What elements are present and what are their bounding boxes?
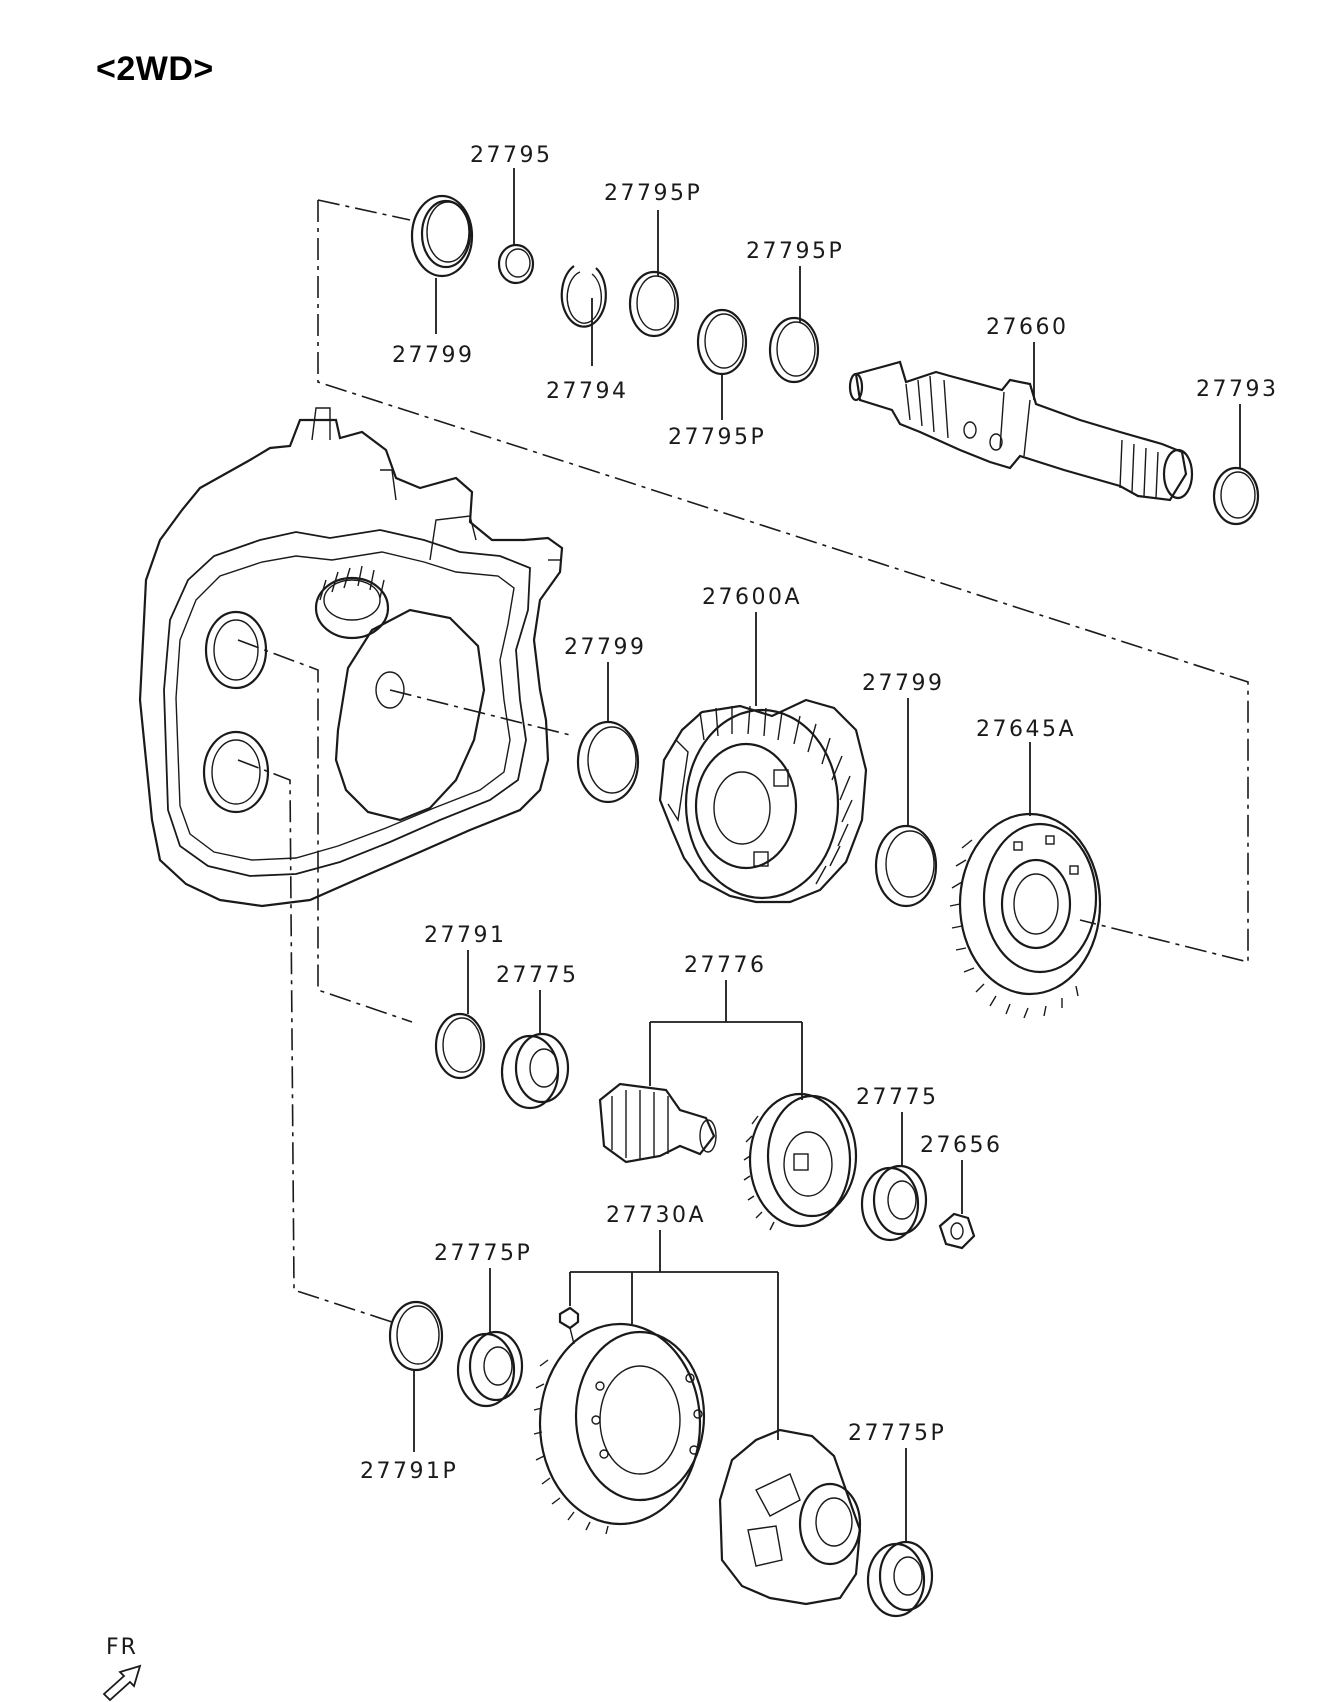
label-27793: 27793: [1196, 377, 1279, 402]
label-27791p: 27791P: [360, 1459, 458, 1484]
assembly-lines: [237, 199, 1249, 1323]
label-27799-right: 27799: [862, 671, 945, 696]
label-27794: 27794: [546, 379, 629, 404]
label-27775-b: 27775: [856, 1085, 939, 1110]
diagram-title: <2WD>: [96, 50, 214, 88]
middle-parts: [576, 698, 1102, 1019]
lower-parts: [388, 1012, 976, 1618]
label-27775-a: 27775: [496, 963, 579, 988]
label-27645a: 27645A: [976, 717, 1076, 742]
label-27799-mid: 27799: [564, 635, 647, 660]
leader-lines: [413, 168, 1241, 1542]
part-labels: 27795 27795P 27795P 27799 27794 27795P 2…: [360, 143, 1279, 1484]
label-27656: 27656: [920, 1133, 1003, 1158]
label-27660: 27660: [986, 315, 1069, 340]
label-27775p-a: 27775P: [434, 1241, 532, 1266]
label-27775p-b: 27775P: [848, 1421, 946, 1446]
label-27795p-c: 27795P: [668, 425, 766, 450]
label-27600a: 27600A: [702, 585, 802, 610]
front-label: FR: [106, 1635, 138, 1660]
label-27795p-a: 27795P: [604, 181, 702, 206]
upper-shaft-parts: [410, 194, 1260, 526]
label-27730a: 27730A: [606, 1203, 706, 1228]
front-arrow-icon: [102, 1664, 142, 1702]
label-27795: 27795: [470, 143, 553, 168]
label-27791: 27791: [424, 923, 507, 948]
label-27799-top: 27799: [392, 343, 475, 368]
label-27776: 27776: [684, 953, 767, 978]
transaxle-case: [138, 407, 564, 908]
front-direction-indicator: FR: [102, 1635, 142, 1702]
label-27795p-b: 27795P: [746, 239, 844, 264]
